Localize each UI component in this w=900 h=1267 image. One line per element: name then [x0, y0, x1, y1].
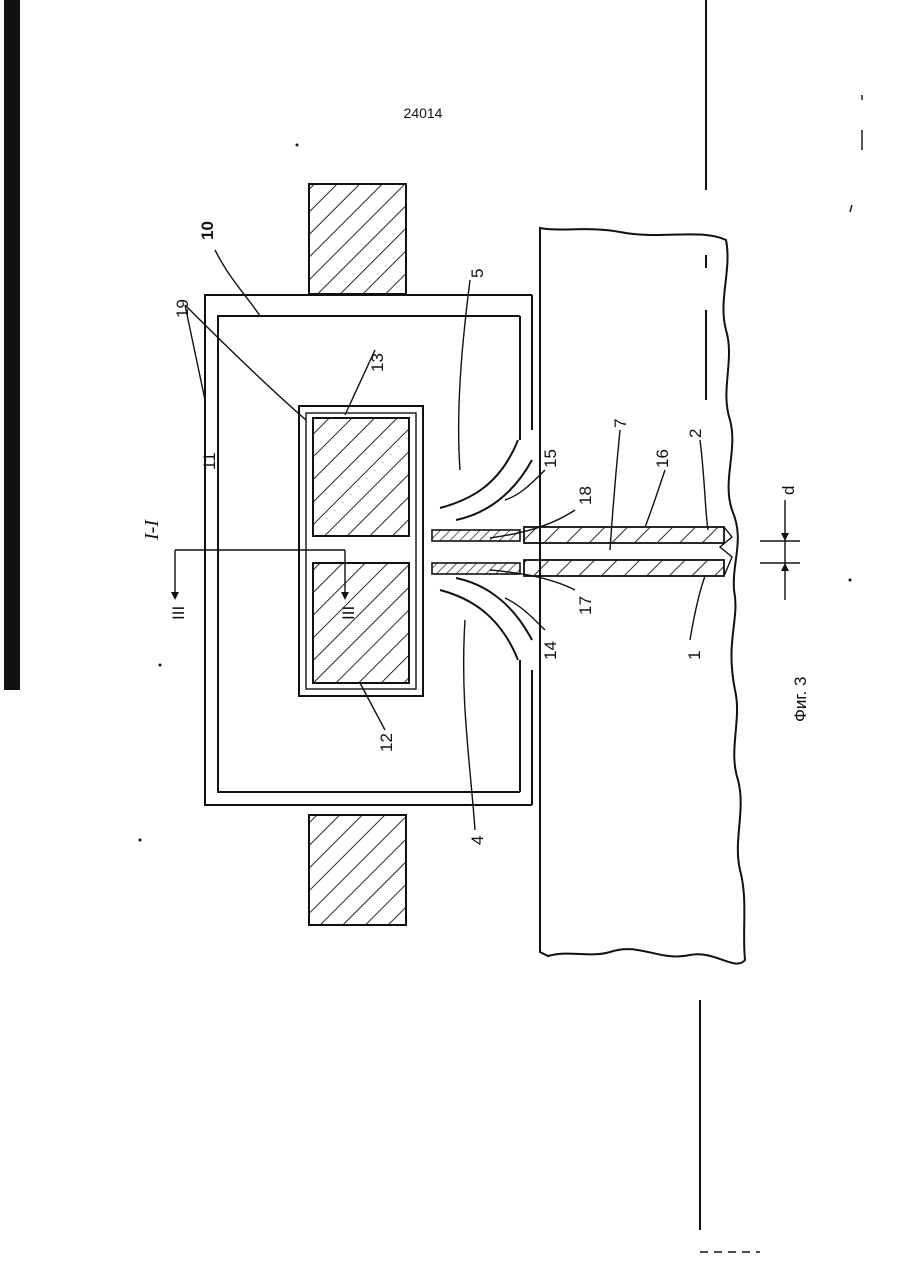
- left-edge-bar: [4, 0, 20, 690]
- label-19: 19: [173, 299, 192, 318]
- leader-2: [700, 440, 708, 530]
- leader-16: [645, 470, 665, 527]
- label-5: 5: [468, 269, 487, 278]
- label-12: 12: [377, 733, 396, 752]
- section-label: I-I: [141, 519, 163, 541]
- dimension-label: d: [779, 486, 798, 495]
- section-arrow-top: [171, 592, 179, 600]
- label-10: 10: [198, 221, 217, 240]
- leader-10: [215, 250, 260, 316]
- label-7: 7: [611, 419, 630, 428]
- label-18: 18: [576, 486, 595, 505]
- tube-wall-lower: [524, 560, 724, 576]
- label-2: 2: [686, 429, 705, 438]
- label-4: 4: [468, 836, 487, 845]
- outer-magnet-top: [309, 184, 406, 294]
- housing-inner-wall: [218, 316, 520, 792]
- leader-5: [459, 280, 470, 470]
- dimension-arrow-a: [781, 533, 789, 541]
- electrode-5: [440, 440, 518, 508]
- label-14: 14: [541, 641, 560, 660]
- speck-3: [139, 839, 142, 842]
- label-13: 13: [368, 353, 387, 372]
- label-17: 17: [576, 596, 595, 615]
- electrode-15: [456, 460, 532, 520]
- leader-12: [360, 683, 385, 730]
- dimension-arrow-b: [781, 563, 789, 571]
- label-1: 1: [685, 651, 704, 660]
- speck-1: [296, 144, 299, 147]
- electrode-14: [456, 578, 532, 640]
- leader-19b: [185, 305, 205, 400]
- section-marker-bottom: III: [339, 606, 358, 620]
- tube-wall-16: [524, 527, 724, 543]
- outer-magnet-bottom: [309, 815, 406, 925]
- leader-19a: [185, 305, 306, 420]
- inner-magnet-13: [313, 418, 409, 536]
- workpiece-body: [540, 228, 745, 964]
- figure-caption: Фиг. 3: [791, 677, 810, 722]
- electrode-4: [440, 590, 518, 660]
- speck-7: [850, 205, 852, 212]
- label-11: 11: [200, 452, 219, 470]
- leader-1: [690, 576, 705, 640]
- label-16: 16: [653, 449, 672, 468]
- speck-2: [159, 664, 162, 667]
- leader-4: [464, 620, 475, 830]
- speck-4: [849, 579, 852, 582]
- label-15: 15: [541, 449, 560, 468]
- page-number: 24014: [404, 105, 443, 121]
- inner-magnet-12: [313, 563, 409, 683]
- section-marker-top: III: [169, 606, 188, 620]
